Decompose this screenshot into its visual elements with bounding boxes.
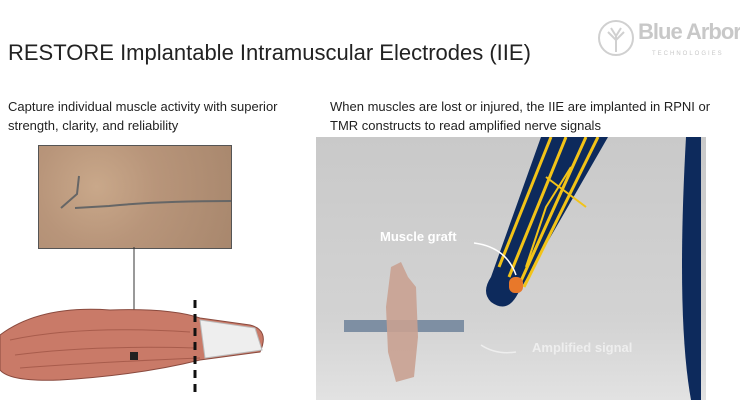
slide-title: RESTORE Implantable Intramuscular Electr… bbox=[8, 40, 531, 65]
amplified-signal-label: Amplified signal bbox=[532, 340, 633, 355]
muscle-graft-arrow bbox=[473, 242, 517, 276]
electrode-photo bbox=[38, 145, 232, 249]
nerve-lines bbox=[497, 136, 600, 293]
body-edge bbox=[682, 137, 701, 400]
logo-tagline: TECHNOLOGIES bbox=[652, 51, 724, 57]
muscle-graft-label: Muscle graft bbox=[380, 229, 457, 244]
logo-name: Blue Arbor bbox=[638, 19, 740, 44]
muscle-graft-marker bbox=[509, 277, 523, 293]
right-caption: When muscles are lost or injured, the II… bbox=[330, 99, 711, 133]
left-caption: Capture individual muscle activity with … bbox=[8, 99, 278, 133]
amplified-signal-burst bbox=[386, 262, 418, 382]
blue-arbor-logo-tree-icon bbox=[598, 20, 634, 56]
rpni-illustration-panel bbox=[316, 136, 706, 400]
amplified-signal-arrow bbox=[480, 344, 517, 354]
forearm-illustration bbox=[0, 247, 264, 398]
